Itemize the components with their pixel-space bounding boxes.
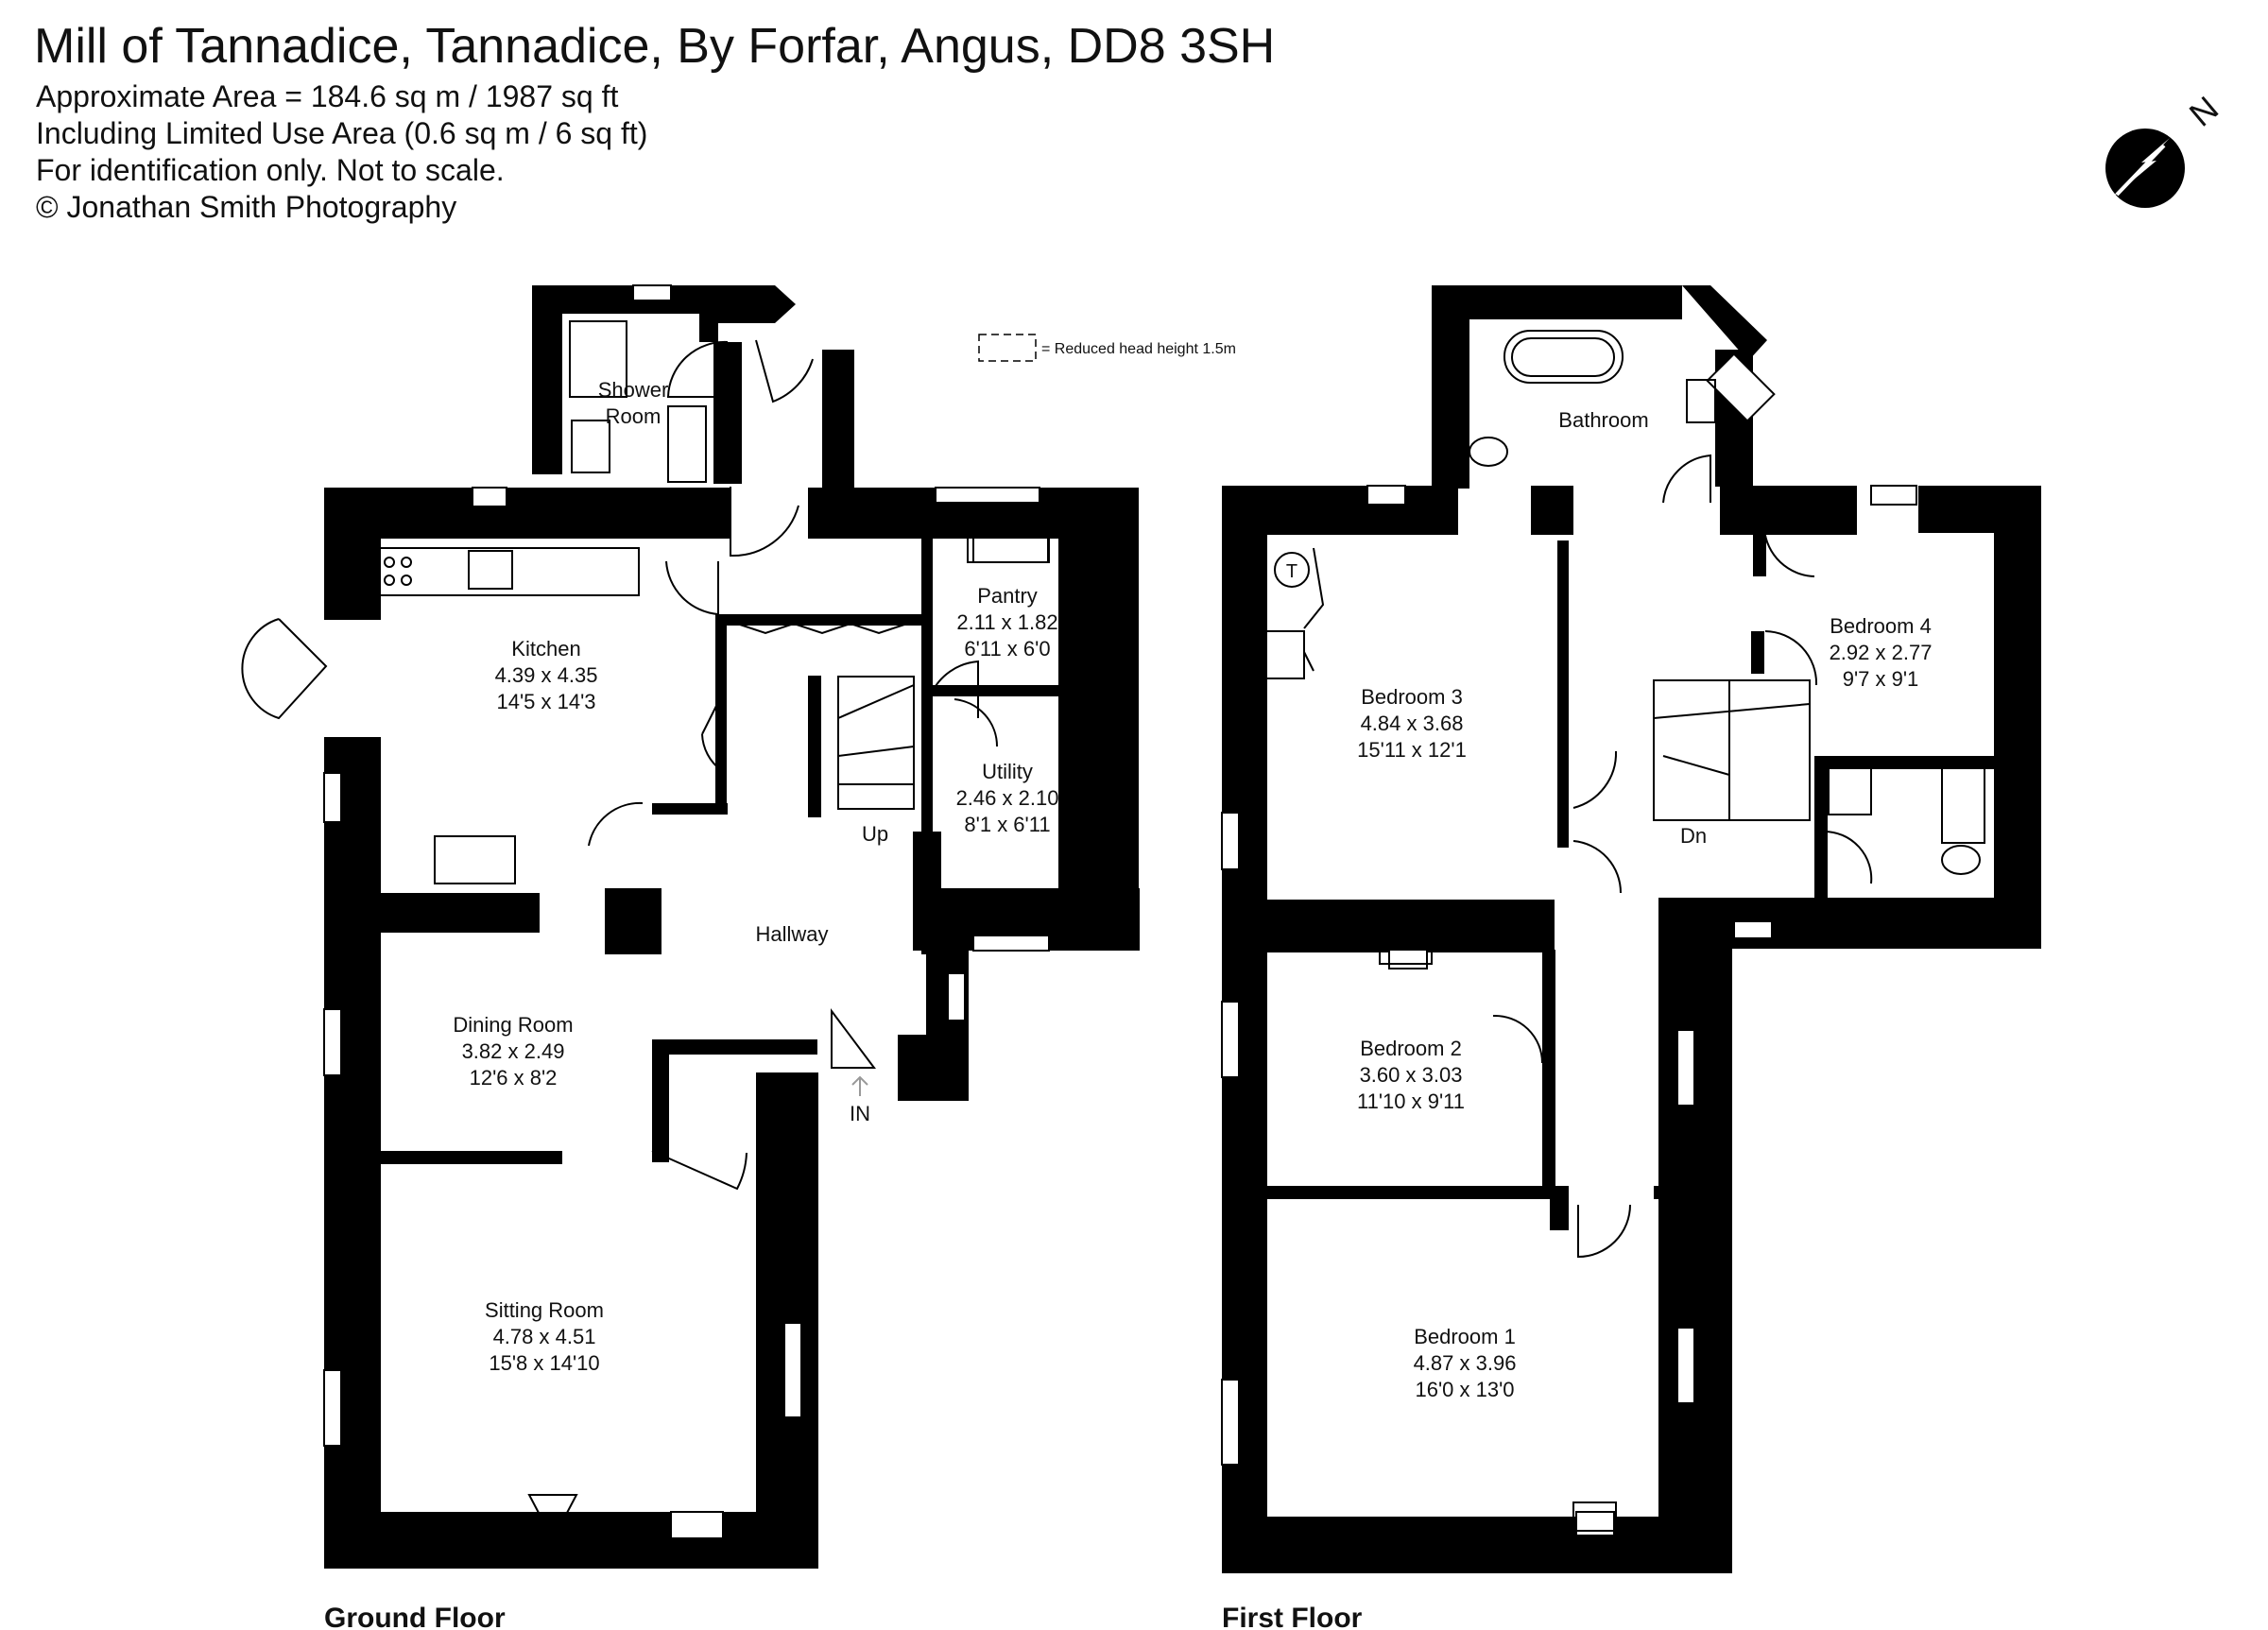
bathroom-label: Bathroom [1558, 408, 1648, 432]
legend-reduced-height: = Reduced head height 1.5m [978, 334, 1236, 362]
ground-floor-label: Ground Floor [324, 1603, 506, 1630]
stairs-up-label: Up [862, 822, 888, 846]
disclaimer-line: For identification only. Not to scale. [36, 153, 505, 187]
sitting-room-label: Sitting Room [485, 1298, 604, 1322]
page-title: Mill of Tannadice, Tannadice, By Forfar,… [34, 19, 1275, 74]
compass-north-label: N [2182, 89, 2225, 134]
first-floor-stairs [1653, 679, 1811, 821]
entrance-arrow-icon [851, 1075, 868, 1096]
stairs-down-label: Dn [1680, 824, 1707, 848]
bedroom-2-metric: 3.60 x 3.03 [1360, 1063, 1463, 1087]
shower-room-label-1: Shower [598, 378, 669, 402]
pantry-imperial: 6'11 x 6'0 [964, 637, 1050, 661]
hallway-label: Hallway [755, 922, 828, 946]
ground-stairs [837, 676, 915, 810]
first-floor-label: First Floor [1222, 1603, 1363, 1630]
utility-imperial: 8'1 x 6'11 [964, 813, 1050, 836]
area-line: Approximate Area = 184.6 sq m / 1987 sq … [36, 79, 618, 113]
copyright-line: © Jonathan Smith Photography [36, 190, 456, 224]
bedroom-1-label: Bedroom 1 [1414, 1325, 1516, 1348]
bathtub-icon [1503, 330, 1624, 384]
dining-room-imperial: 12'6 x 8'2 [470, 1066, 558, 1090]
kitchen-metric: 4.39 x 4.35 [495, 663, 598, 687]
sitting-room-imperial: 15'8 x 14'10 [489, 1351, 599, 1375]
first-floor-plan: T Bathroom Bedroom 3 4.84 x 3.68 15'11 x… [1221, 285, 2041, 1630]
legend-label: = Reduced head height 1.5m [1041, 341, 1236, 357]
bedroom-4-imperial: 9'7 x 9'1 [1843, 667, 1919, 691]
kitchen-imperial: 14'5 x 14'3 [496, 690, 595, 713]
tank-label: T [1286, 561, 1297, 582]
kitchen-label: Kitchen [511, 637, 580, 661]
bedroom-4-metric: 2.92 x 2.77 [1830, 641, 1933, 664]
water-tank-icon: T [1274, 552, 1310, 588]
limited-use-line: Including Limited Use Area (0.6 sq m / 6… [36, 116, 647, 150]
bedroom-2-label: Bedroom 2 [1360, 1037, 1462, 1060]
bedroom-3-label: Bedroom 3 [1361, 685, 1463, 709]
bedroom-1-metric: 4.87 x 3.96 [1414, 1351, 1517, 1375]
bedroom-3-imperial: 15'11 x 12'1 [1357, 738, 1467, 762]
pantry-metric: 2.11 x 1.82 [956, 610, 1057, 634]
utility-metric: 2.46 x 2.10 [956, 786, 1059, 810]
dining-room-metric: 3.82 x 2.49 [462, 1039, 565, 1063]
pantry-label: Pantry [977, 584, 1038, 608]
sitting-room-metric: 4.78 x 4.51 [493, 1325, 596, 1348]
bedroom-2-imperial: 11'10 x 9'11 [1357, 1090, 1465, 1113]
dining-room-label: Dining Room [453, 1013, 573, 1037]
bedroom-1-imperial: 16'0 x 13'0 [1415, 1378, 1514, 1401]
shower-room-label-2: Room [606, 404, 662, 428]
ground-floor-plan: Shower Room Kitchen 4.39 x 4.35 14'5 x 1… [241, 284, 1140, 1630]
bedroom-3-metric: 4.84 x 3.68 [1361, 712, 1464, 735]
bedroom-4-label: Bedroom 4 [1830, 614, 1932, 638]
compass-icon: N [2105, 89, 2225, 208]
utility-label: Utility [982, 760, 1033, 783]
entrance-label: IN [850, 1102, 870, 1125]
